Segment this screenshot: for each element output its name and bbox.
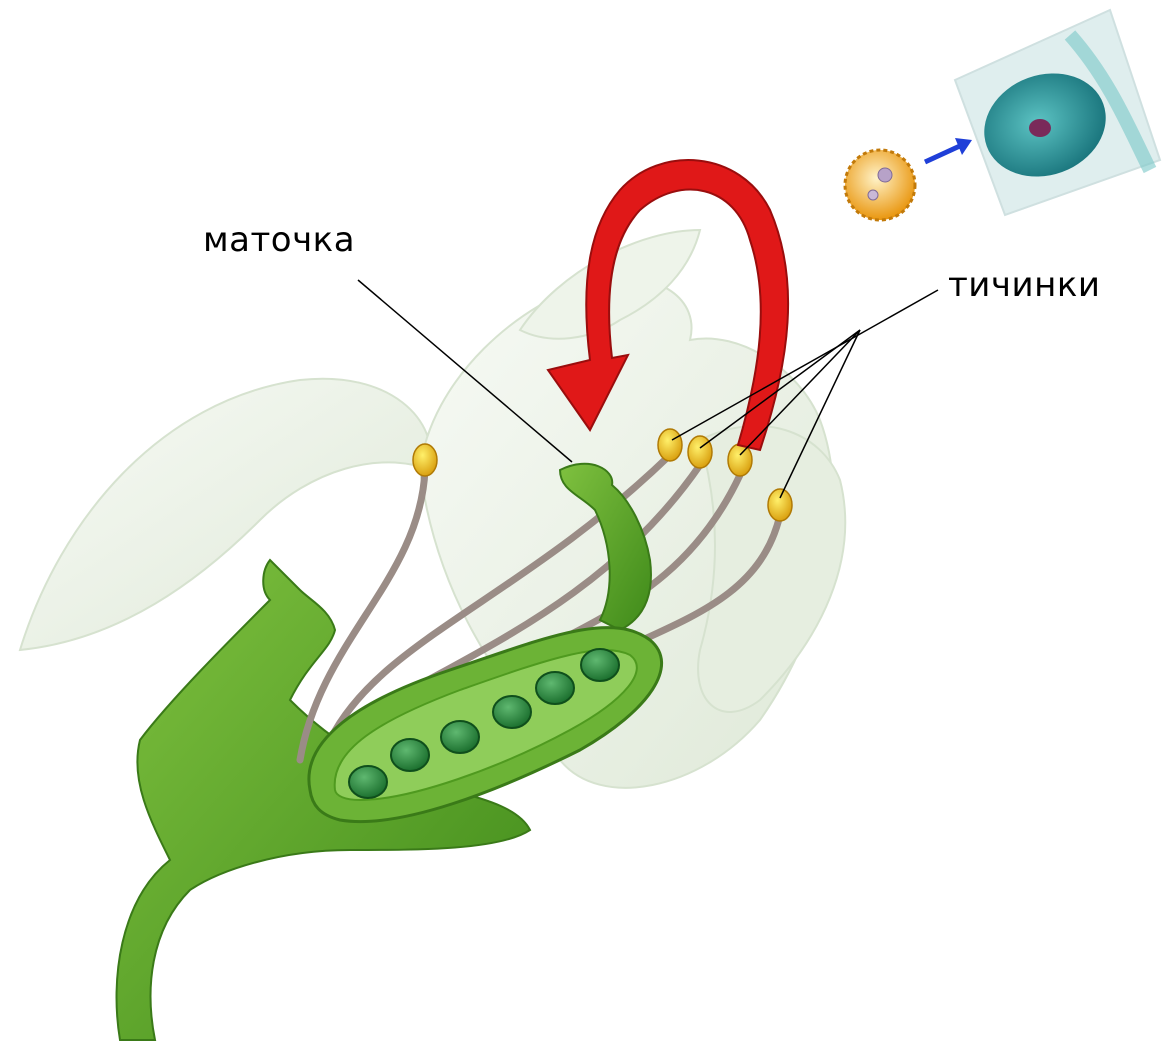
anther-2 — [658, 429, 682, 461]
ovule-6 — [581, 649, 619, 681]
stamens-label: тичинки — [948, 265, 1100, 305]
cell-micrograph — [955, 10, 1160, 215]
cell-nucleus — [1029, 119, 1051, 137]
ovule-2 — [391, 739, 429, 771]
pollen-grain — [845, 150, 915, 220]
pollen-nucleus-2 — [868, 190, 878, 200]
ovule-4 — [493, 696, 531, 728]
anther-5 — [768, 489, 792, 521]
petal-right — [698, 426, 845, 712]
anther-1 — [413, 444, 437, 476]
small-arrow — [925, 138, 972, 162]
anther-3 — [688, 436, 712, 468]
pistil-label: маточка — [203, 220, 355, 260]
anther-4 — [728, 444, 752, 476]
pollen-grain-body — [845, 150, 915, 220]
ovule-3 — [441, 721, 479, 753]
ovule-5 — [536, 672, 574, 704]
pollen-nucleus-1 — [878, 168, 892, 182]
ovule-1 — [349, 766, 387, 798]
